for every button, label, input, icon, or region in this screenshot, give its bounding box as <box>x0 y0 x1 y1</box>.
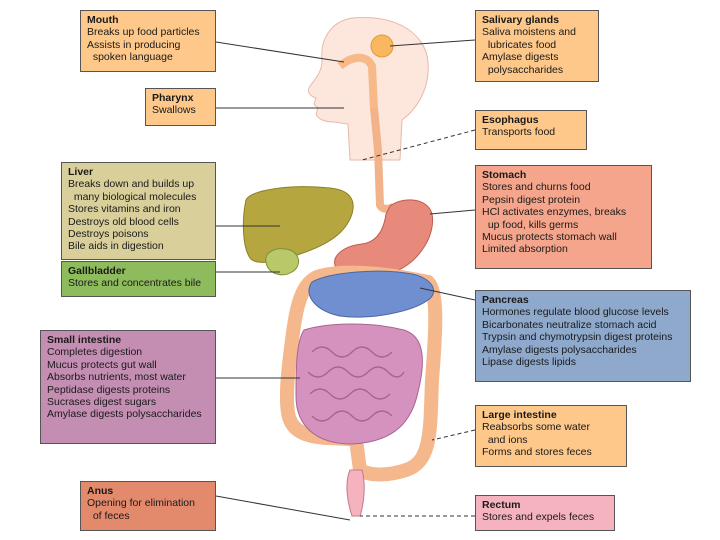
small-intestine-line: Amylase digests polysaccharides <box>47 408 202 421</box>
pharynx-tube <box>337 53 378 111</box>
large-intestine-line: Reabsorbs some water <box>482 421 590 434</box>
pharynx-line: Swallows <box>152 104 196 117</box>
large-intestine-title: Large intestine <box>482 409 557 421</box>
stomach-line: Pepsin digest protein <box>482 193 581 206</box>
large-intestine-line: Forms and stores feces <box>482 446 592 459</box>
liver-box: Liver Breaks down and builds up many bio… <box>61 162 216 260</box>
small-intestine-loops <box>307 346 405 422</box>
rectum-line: Stores and expels feces <box>482 511 595 524</box>
pharynx-box: Pharynx Swallows <box>145 88 216 126</box>
small-intestine-line: Sucrases digest sugars <box>47 396 157 409</box>
liver-line: many biological molecules <box>68 190 197 203</box>
salivary-glands-line: Saliva moistens and <box>482 26 576 39</box>
gallbladder-shape <box>265 248 299 276</box>
salivary-glands-line: Amylase digests <box>482 51 559 64</box>
liver-line: Stores vitamins and iron <box>68 203 181 216</box>
liver-line: Destroys poisons <box>68 228 149 241</box>
gallbladder-title: Gallbladder <box>68 265 126 277</box>
mouth-title: Mouth <box>87 14 119 26</box>
stomach-line: Stores and churns food <box>482 181 591 194</box>
stomach-title: Stomach <box>482 169 527 181</box>
pancreas-line: Amylase digests polysaccharides <box>482 343 637 356</box>
pancreas-title: Pancreas <box>482 294 529 306</box>
liver-title: Liver <box>68 166 94 178</box>
small-intestine-line: Peptidase digests proteins <box>47 383 171 396</box>
pancreas-line: Trypsin and chymotrypsin digest proteins <box>482 331 673 344</box>
esophagus-box: Esophagus Transports food <box>475 110 587 150</box>
stomach-box: Stomach Stores and churns food Pepsin di… <box>475 165 652 269</box>
rectum-box: Rectum Stores and expels feces <box>475 495 615 531</box>
anus-title: Anus <box>87 485 114 497</box>
large-intestine-box: Large intestine Reabsorbs some water and… <box>475 405 627 467</box>
pharynx-title: Pharynx <box>152 92 194 104</box>
small-intestine-shape <box>295 323 423 445</box>
esophagus-title: Esophagus <box>482 114 539 126</box>
anus-line: of feces <box>87 509 130 522</box>
stomach-line: Limited absorption <box>482 243 568 256</box>
large-intestine-line: and ions <box>482 433 528 446</box>
liver-line: Destroys old blood cells <box>68 215 179 228</box>
gallbladder-line: Stores and concentrates bile <box>68 277 202 290</box>
salivary-glands-line: polysaccharides <box>482 63 564 76</box>
leader-lines <box>152 39 476 521</box>
anus-line: Opening for elimination <box>87 497 195 510</box>
rectum-shape <box>346 469 365 517</box>
mouth-box: Mouth Breaks up food particles Assists i… <box>80 10 216 72</box>
small-intestine-title: Small intestine <box>47 334 122 346</box>
pancreas-line: Bicarbonates neutralize stomach acid <box>482 318 657 331</box>
liver-line: Bile aids in digestion <box>68 240 164 253</box>
stomach-line: Mucus protects stomach wall <box>482 231 617 244</box>
rectum-title: Rectum <box>482 499 521 511</box>
pancreas-line: Hormones regulate blood glucose levels <box>482 306 669 319</box>
mouth-line: Breaks up food particles <box>87 26 200 39</box>
anus-box: Anus Opening for elimination of feces <box>80 481 216 531</box>
liver-line: Breaks down and builds up <box>68 178 195 191</box>
small-intestine-box: Small intestine Completes digestion Mucu… <box>40 330 216 444</box>
mouth-line: Assists in producing <box>87 38 181 51</box>
salivary-glands-line: lubricates food <box>482 38 557 51</box>
salivary-gland-shape <box>370 34 394 58</box>
pancreas-box: Pancreas Hormones regulate blood glucose… <box>475 290 691 382</box>
mouth-line: spoken language <box>87 51 173 64</box>
stomach-line: HCl activates enzymes, breaks <box>482 206 627 219</box>
small-intestine-line: Mucus protects gut wall <box>47 358 157 371</box>
salivary-glands-box: Salivary glands Saliva moistens and lubr… <box>475 10 599 82</box>
small-intestine-line: Completes digestion <box>47 346 143 359</box>
liver-shape <box>242 186 354 263</box>
esophagus-line: Transports food <box>482 126 556 139</box>
head-silhouette <box>307 17 429 161</box>
salivary-glands-title: Salivary glands <box>482 14 560 26</box>
pancreas-shape <box>308 270 434 318</box>
pancreas-line: Lipase digests lipids <box>482 356 576 369</box>
stomach-line: up food, kills germs <box>482 218 579 231</box>
gallbladder-box: Gallbladder Stores and concentrates bile <box>61 261 216 297</box>
small-intestine-line: Absorbs nutrients, most water <box>47 371 186 384</box>
